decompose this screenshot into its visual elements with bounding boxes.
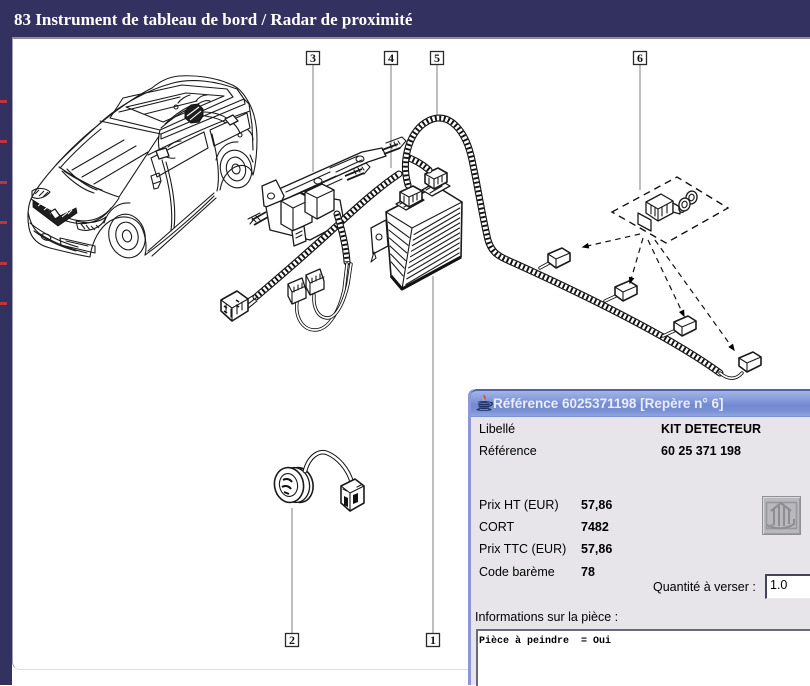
svg-text:2: 2: [289, 633, 295, 647]
svg-text:6: 6: [637, 51, 643, 65]
svg-text:3: 3: [310, 51, 316, 65]
svg-text:1: 1: [430, 633, 436, 647]
svg-text:4: 4: [388, 51, 394, 65]
svg-text:5: 5: [434, 51, 440, 65]
